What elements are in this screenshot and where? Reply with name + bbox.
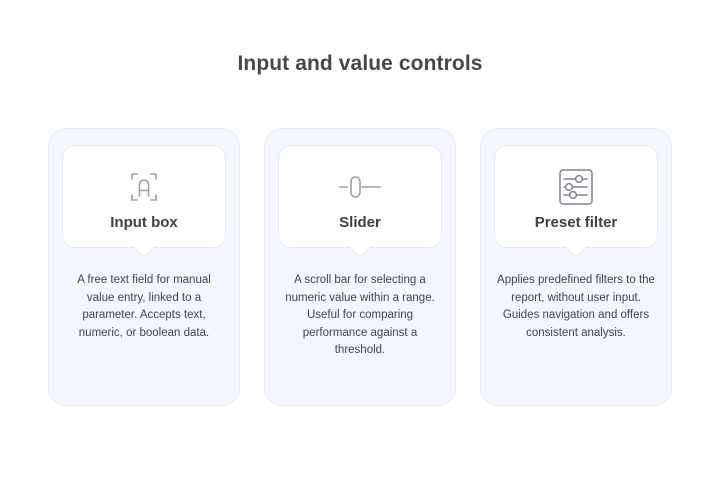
card-slider[interactable]: Slider A scroll bar for selecting a nume… — [264, 128, 456, 406]
card-bubble: Preset filter — [494, 145, 658, 248]
slider-handle-icon — [332, 164, 388, 210]
card-bubble: Slider — [278, 145, 442, 248]
page-title: Input and value controls — [237, 52, 483, 75]
card-description: Applies predefined filters to the report… — [497, 274, 655, 339]
card-preset-filter[interactable]: Preset filter Applies predefined filters… — [480, 128, 672, 406]
card-description: A free text field for manual value entry… — [77, 274, 211, 339]
card-heading: Slider — [339, 214, 381, 231]
card-heading: Input box — [110, 214, 178, 231]
card-heading: Preset filter — [534, 214, 618, 231]
card-group: Input box A free text field for manual v… — [48, 128, 672, 406]
card-bubble: Input box — [62, 145, 226, 248]
preset-filter-sliders-icon — [554, 164, 598, 210]
input-field-brackets-a-icon — [121, 164, 167, 210]
card-input-box[interactable]: Input box A free text field for manual v… — [48, 128, 240, 406]
card-description: A scroll bar for selecting a numeric val… — [285, 274, 435, 356]
